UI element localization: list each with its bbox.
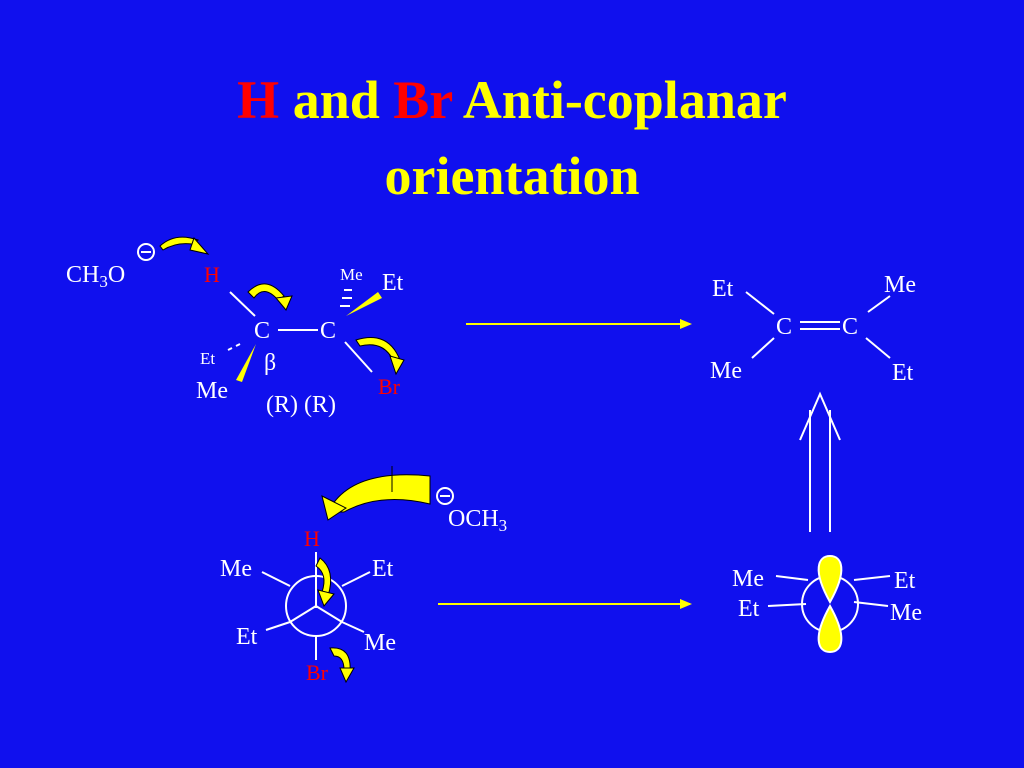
p-lobe-top xyxy=(817,554,843,605)
orbital-et-ur: Et xyxy=(894,568,916,594)
orbital-me-ul: Me xyxy=(732,566,764,592)
alkene-bond-tl xyxy=(745,291,775,315)
orbital-bond-et-ur xyxy=(853,575,891,581)
slide-title: H and Br Anti-coplanar orientation xyxy=(0,62,1024,214)
config-label: (R) (R) xyxy=(266,392,336,418)
curved-arrow-ch-head xyxy=(275,295,293,311)
methoxide-label: CH3O xyxy=(66,262,125,291)
title-line2: orientation xyxy=(384,146,640,206)
newman-front-1 xyxy=(289,605,317,623)
reactant-br: Br xyxy=(378,374,401,399)
alkene-bond-bl xyxy=(751,337,775,359)
curved-arrow-br-head xyxy=(389,355,405,376)
hash-4 xyxy=(227,347,233,351)
newman-h: H xyxy=(304,526,320,551)
newman-front-2 xyxy=(315,605,343,623)
newman-bond-me-ul xyxy=(261,571,291,587)
title-rest: Anti-coplanar xyxy=(462,70,787,130)
newman-arrow-ch-head xyxy=(317,589,335,607)
alkene-product: Et Me C C Me Et xyxy=(710,272,916,386)
reactant-structure: CH3O H C C Me Et Br Et xyxy=(66,236,405,418)
reactant-et-left: Et xyxy=(200,349,215,368)
alkene-me-bl: Me xyxy=(710,358,742,384)
curved-arrow-base-head xyxy=(189,237,210,255)
beta-label: β xyxy=(264,350,276,376)
alkene-bond-br xyxy=(865,337,891,359)
orbital-me-lr: Me xyxy=(890,600,922,626)
newman-bond-me-lr xyxy=(341,621,365,633)
wedge-et xyxy=(346,292,382,316)
newman-br: Br xyxy=(306,660,329,685)
reactant-c1: C xyxy=(254,318,270,344)
bond-c2-br xyxy=(344,341,373,373)
alkene-me-tr: Me xyxy=(884,272,916,298)
reactant-et-right: Et xyxy=(382,270,404,296)
newman-me-lr: Me xyxy=(364,630,396,656)
orbital-bond-me-ul xyxy=(775,575,809,581)
orbital-bond-et-ll xyxy=(767,603,807,607)
newman-base: OCH3 xyxy=(448,506,507,535)
title-h: H xyxy=(237,70,280,130)
alkene-c-left: C xyxy=(776,314,792,340)
alkene-et-br: Et xyxy=(892,360,914,386)
newman-bond-et-ll xyxy=(265,621,291,631)
reactant-me-left: Me xyxy=(196,378,228,404)
title-br: Br xyxy=(393,70,453,130)
alkene-et-tl: Et xyxy=(712,276,734,302)
big-curved-arrow-head xyxy=(321,495,347,521)
reactant-me-top: Me xyxy=(340,265,363,284)
p-lobe-bottom xyxy=(817,603,843,654)
orbital-et-ll: Et xyxy=(738,596,760,622)
newman-projection: OCH3 H Me Et Et Me Br xyxy=(220,466,507,685)
wedge-me xyxy=(236,344,256,382)
bond-c1-h xyxy=(229,291,256,317)
orbital-bond-me-lr xyxy=(853,601,889,607)
title-and: and xyxy=(292,70,380,130)
p-orbital-transition: Me Et Et Me xyxy=(732,554,922,654)
negative-charge-circle xyxy=(137,243,155,261)
newman-bond-et-ur xyxy=(341,571,371,587)
alkene-c-right: C xyxy=(842,314,858,340)
newman-charge-circle xyxy=(436,487,454,505)
reactant-h: H xyxy=(204,262,220,287)
newman-me-ul: Me xyxy=(220,556,252,582)
newman-et-ll: Et xyxy=(236,624,258,650)
double-arrow-up xyxy=(799,391,841,532)
alkene-bond-tr xyxy=(867,295,891,313)
newman-et-ur: Et xyxy=(372,556,394,582)
reactant-c2: C xyxy=(320,318,336,344)
hash-5 xyxy=(235,343,241,347)
big-curved-arrow xyxy=(327,474,431,513)
newman-arrow-br-head xyxy=(339,667,355,684)
